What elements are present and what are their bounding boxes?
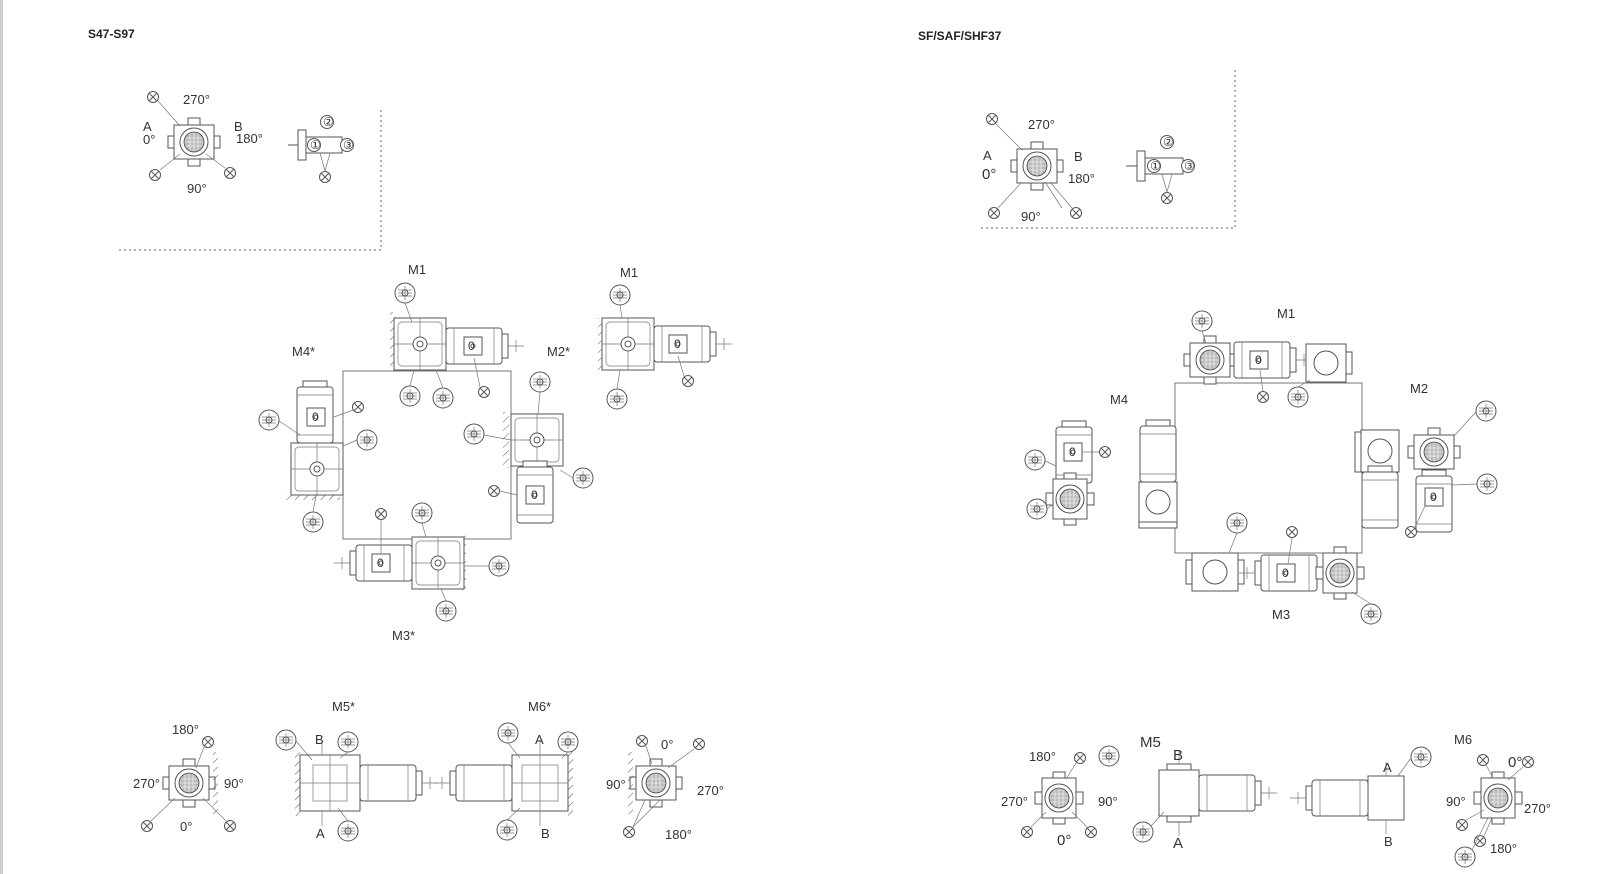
- left-m6-label: M6*: [528, 699, 551, 714]
- right-m3-assembly: [1185, 512, 1382, 625]
- left-m6-0: 0°: [661, 737, 673, 752]
- left-m2-assembly: [463, 371, 594, 524]
- right-m1-label: M1: [1277, 306, 1295, 321]
- right-legend-a: A: [983, 148, 992, 163]
- left-m6-a: A: [535, 732, 544, 747]
- right-m6-a: A: [1383, 760, 1392, 775]
- left-legend-0: 0°: [143, 132, 155, 147]
- left-m1-label: M1: [408, 262, 426, 277]
- left-m5-90: 90°: [224, 776, 244, 791]
- right-m5-a: A: [1173, 835, 1183, 852]
- right-m6-face: [1454, 754, 1534, 868]
- right-mount-rect: [1174, 382, 1363, 554]
- right-legend-b: B: [1074, 149, 1083, 164]
- right-connector-2: ②: [1163, 135, 1174, 149]
- left-m5-side: [275, 729, 439, 842]
- right-m2-assembly: [1354, 400, 1498, 538]
- right-m4-box: 0: [1069, 445, 1076, 459]
- right-m3-label: M3: [1272, 607, 1290, 622]
- right-m5-90: 90°: [1098, 794, 1118, 809]
- left-m1-box: 0: [468, 339, 475, 353]
- right-m1-assembly: [1183, 310, 1353, 408]
- right-connector-diagram: [1126, 135, 1195, 204]
- right-m6-label: M6: [1454, 732, 1472, 747]
- right-legend-0: 0°: [982, 166, 996, 183]
- left-m4-box: 0: [312, 410, 319, 424]
- left-m3-box: 0: [377, 556, 384, 570]
- left-m5-180: 180°: [172, 722, 199, 737]
- left-m1-side-label: M1: [620, 265, 638, 280]
- left-m5-b: B: [315, 732, 324, 747]
- left-m2-box: 0: [531, 488, 538, 502]
- left-page-title: S47-S97: [88, 27, 135, 41]
- left-connector-3: ③: [343, 138, 354, 152]
- right-m6-270: 270°: [1524, 801, 1551, 816]
- left-connector-diagram: [288, 115, 354, 183]
- right-m3-box: 0: [1282, 566, 1289, 580]
- right-legend-90: 90°: [1021, 209, 1041, 224]
- right-m2-label: M2: [1410, 381, 1428, 396]
- left-legend-90: 90°: [187, 181, 207, 196]
- right-connector-3: ③: [1184, 159, 1195, 173]
- left-m1-side-box: 0: [674, 337, 681, 351]
- left-m6-b: B: [541, 826, 550, 841]
- left-m1-assembly: [390, 282, 525, 409]
- left-legend-270: 270°: [183, 92, 210, 107]
- left-m5-label: M5*: [332, 699, 355, 714]
- right-legend-180: 180°: [1068, 171, 1095, 186]
- left-m5-270: 270°: [133, 776, 160, 791]
- right-m5-270: 270°: [1001, 794, 1028, 809]
- left-m6-side: [433, 722, 579, 841]
- right-m5-0: 0°: [1057, 832, 1071, 849]
- right-m4-label: M4: [1110, 392, 1128, 407]
- left-m6-90: 90°: [606, 777, 626, 792]
- right-m4-assembly: [1024, 419, 1178, 529]
- page-edge: [0, 0, 3, 874]
- left-m4-label: M4*: [292, 344, 315, 359]
- left-connector-1: ①: [310, 138, 321, 152]
- left-m6-face: [623, 735, 705, 838]
- right-m5-label: M5: [1140, 734, 1161, 751]
- left-m3-label: M3*: [392, 628, 415, 643]
- left-legend-frame: [118, 110, 382, 251]
- right-legend-270: 270°: [1028, 117, 1055, 132]
- right-m6-side: [1289, 746, 1432, 834]
- right-m6-180: 180°: [1490, 841, 1517, 856]
- right-m5-side: [1132, 750, 1278, 843]
- right-m6-0: 0°: [1508, 754, 1522, 771]
- right-m1-box: 0: [1255, 353, 1262, 367]
- right-legend-face: [986, 113, 1082, 219]
- right-m5-180: 180°: [1029, 749, 1056, 764]
- left-m2-label: M2*: [547, 344, 570, 359]
- right-connector-1: ①: [1150, 159, 1161, 173]
- right-m6-90: 90°: [1446, 794, 1466, 809]
- left-legend-a: A: [143, 119, 152, 134]
- right-m6-b: B: [1384, 834, 1393, 849]
- left-connector-2: ②: [323, 115, 334, 129]
- left-legend-b: B: [234, 119, 243, 134]
- left-m6-270: 270°: [697, 783, 724, 798]
- left-m3-assembly: [333, 502, 510, 622]
- right-m5-b: B: [1173, 747, 1183, 764]
- right-m5-face: [1021, 745, 1120, 838]
- right-m2-box: 0: [1430, 490, 1437, 504]
- right-page-title: SF/SAF/SHF37: [918, 29, 1002, 43]
- left-m5-a: A: [316, 826, 325, 841]
- left-legend-180: 180°: [236, 131, 263, 146]
- left-m6-180: 180°: [665, 827, 692, 842]
- left-m5-0: 0°: [180, 819, 192, 834]
- left-m4-assembly: [258, 380, 378, 533]
- left-legend-face: [147, 91, 236, 181]
- left-m1-side-assembly: [598, 284, 733, 410]
- left-m5-face: [141, 736, 236, 832]
